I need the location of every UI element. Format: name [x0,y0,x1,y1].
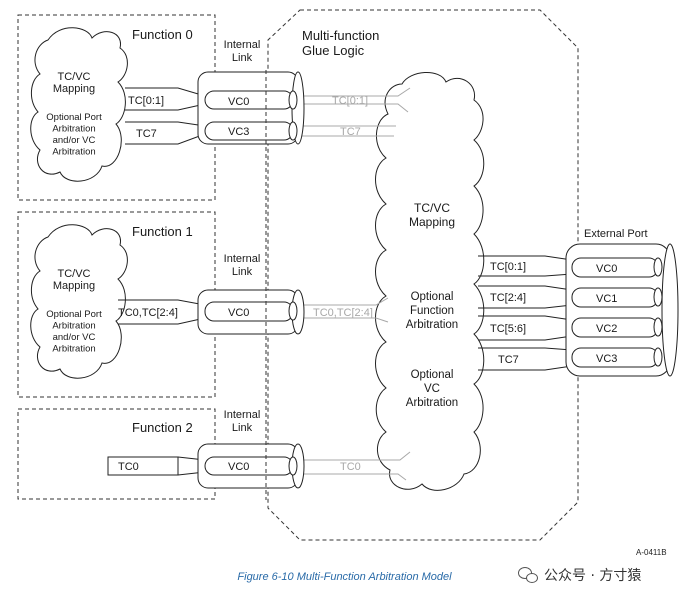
f1-vc0-channel-end [288,301,298,321]
f0-tc01-label: TC[0:1] [128,95,164,107]
f2-out-top [300,451,411,461]
f0-tc01-line-bottom [125,103,206,111]
f0-tc7-out-label: TC7 [340,126,361,138]
ext-tc7-label: TC7 [498,354,519,366]
external-port-label: External Port [584,228,648,240]
f1-out-bottom [300,317,389,323]
ext-vc0-line-top [478,255,573,261]
f0-vc0-label: VC0 [228,96,249,108]
f2-vc0-label: VC0 [228,461,249,473]
function-0-cloud [30,27,128,182]
ext-vc0-channel-end [653,257,663,277]
f0-tc01-out-label: TC[0:1] [332,95,368,107]
wechat-icon [518,567,538,583]
f0-vc3-channel-end [288,121,298,141]
external-port-pipe-end [661,243,679,377]
f0-vc3-label: VC3 [228,126,249,138]
f1-tc-line-top [118,299,206,306]
f0-tc7-line-bottom [125,133,206,145]
ext-tc01-label: TC[0:1] [490,261,526,273]
ext-vc2-label: VC2 [596,323,617,335]
function-2-title: Function 2 [132,420,193,435]
f0-tc01-out-top [300,87,411,97]
f1-out-label: TC0,TC[2:4] [313,307,373,319]
f2-out-label: TC0 [340,461,361,473]
f0-vc0-channel-end [288,90,298,110]
f0-tc7-label: TC7 [136,128,157,140]
function-1-cloud [30,224,128,379]
f1-out-top [300,297,389,306]
ext-vc3-label: VC3 [596,353,617,365]
f0-tc01-out-bottom [300,103,409,113]
ext-tc56-label: TC[5:6] [490,323,526,335]
function-0-title: Function 0 [132,27,193,42]
ext-vc3-line-top [478,347,573,351]
figure-id: A-0411B [636,548,667,557]
function-1-title: Function 1 [132,224,193,239]
ext-tc24-label: TC[2:4] [490,292,526,304]
watermark-text: 公众号 · 方寸猿 [544,568,642,584]
glue-logic-boundary [267,9,579,541]
ext-vc1-line-bottom [478,304,573,309]
f1-vc0-label: VC0 [228,307,249,319]
watermark: 公众号 · 方寸猿 [518,565,641,585]
ext-vc0-label: VC0 [596,263,617,275]
ext-vc2-line-top [478,315,573,321]
ext-vc2-line-bottom [478,335,573,341]
ext-vc1-channel-end [653,287,663,307]
f1-tc-label: TC0,TC[2:4] [118,307,178,319]
f2-tc0-label: TC0 [118,461,139,473]
ext-vc3-channel-end [653,347,663,367]
ext-vc1-label: VC1 [596,293,617,305]
ext-vc2-channel-end [653,317,663,337]
glue-logic-cloud [375,72,485,491]
ext-vc1-line-top [478,285,573,291]
ext-vc3-line-bottom [478,365,573,371]
f2-out-bottom [300,473,407,481]
f2-vc0-channel-end [288,456,298,476]
f1-tc-line-bottom [118,317,206,325]
figure-caption: Figure 6-10 Multi-Function Arbitration M… [237,571,452,583]
f0-tc7-line-top [125,121,206,127]
f2-tc0-box [107,456,179,476]
ext-vc0-line-bottom [478,273,573,277]
f0-tc01-line-top [125,87,206,97]
